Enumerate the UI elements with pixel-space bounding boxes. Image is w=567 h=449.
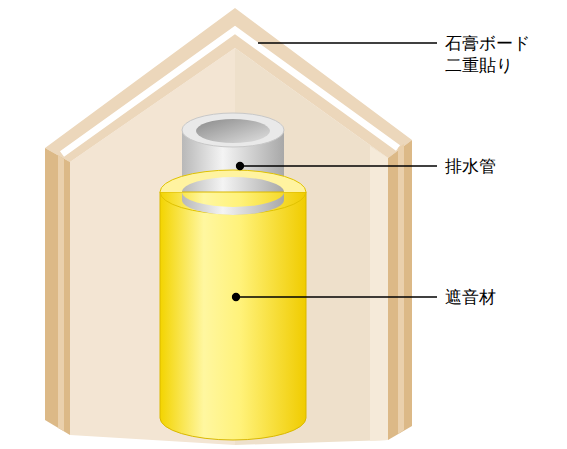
drain-pipe (182, 113, 284, 200)
board-label: 石膏ボード 二重貼り (445, 32, 537, 76)
wall-corner (45, 8, 412, 445)
pipe-label: 排水管 (445, 155, 496, 177)
sound-insulation (160, 170, 306, 440)
leader-lines (233, 43, 438, 301)
insulation-label: 遮音材 (445, 286, 496, 308)
